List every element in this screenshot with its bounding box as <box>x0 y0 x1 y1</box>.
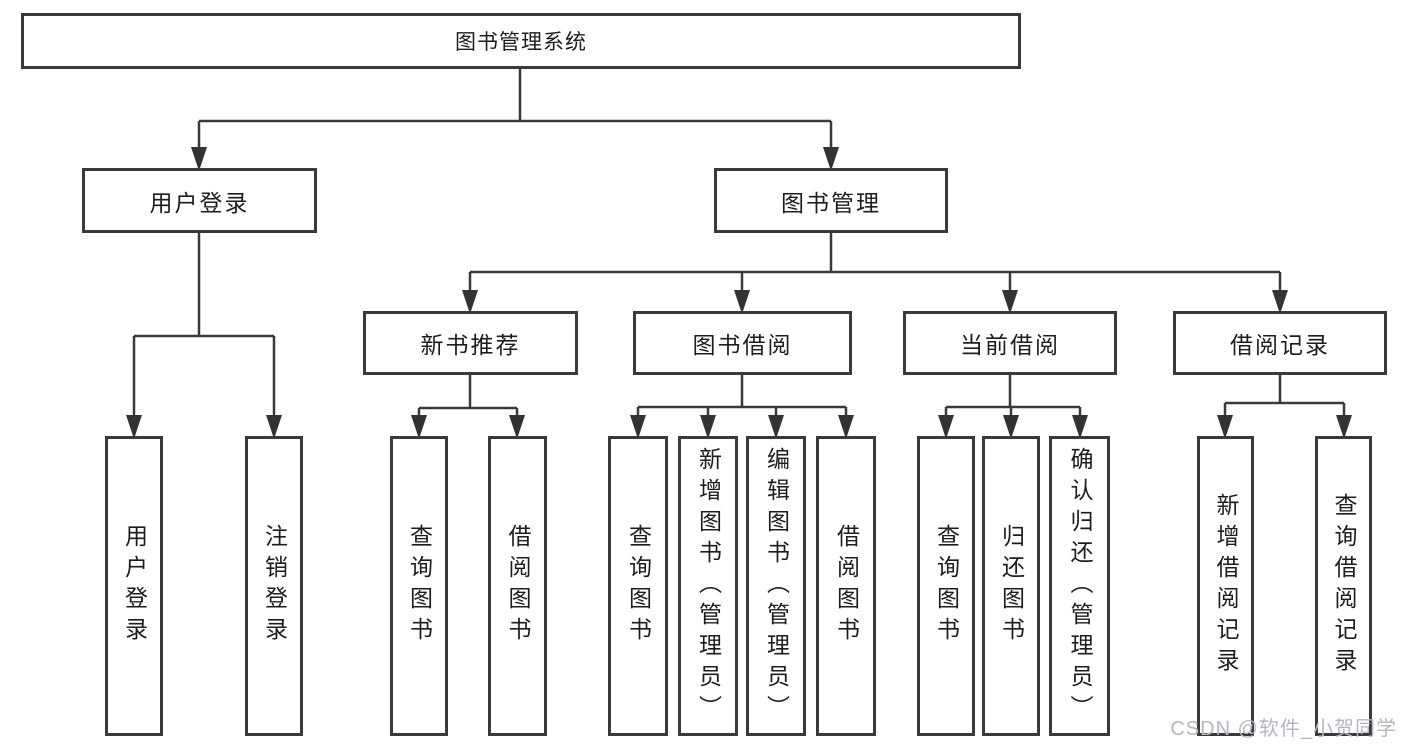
node-current-borrowing: 当前借阅 <box>903 311 1117 375</box>
node-book-borrowing: 图书借阅 <box>633 311 852 375</box>
node-user-login: 用户登录 <box>82 168 317 233</box>
arrow-down-icon <box>191 147 207 171</box>
leaf-confirm-return-admin: 确认归还（管理员） <box>1049 436 1110 736</box>
arrow-down-icon <box>1072 415 1088 439</box>
arrow-down-icon <box>938 415 954 439</box>
arrow-down-icon <box>823 147 839 171</box>
node-new-book-recommendation: 新书推荐 <box>363 311 578 375</box>
leaf-query-borrow-record: 查询借阅记录 <box>1315 436 1372 736</box>
arrow-down-icon <box>462 290 478 314</box>
arrow-down-icon <box>630 415 646 439</box>
arrow-down-icon <box>126 415 142 439</box>
arrow-down-icon <box>509 415 525 439</box>
arrow-down-icon <box>1003 415 1019 439</box>
arrow-down-icon <box>411 415 427 439</box>
leaf-add-book-admin: 新增图书（管理员） <box>678 436 738 736</box>
leaf-query-books: 查询图书 <box>917 436 975 736</box>
arrow-down-icon <box>768 415 784 439</box>
leaf-borrow-books: 借阅图书 <box>488 436 547 736</box>
connector-book-management-children <box>462 233 1288 314</box>
leaf-user-login: 用户登录 <box>105 436 163 736</box>
arrow-down-icon <box>838 415 854 439</box>
connector-borrow-records-children <box>1217 375 1352 439</box>
arrow-down-icon <box>1336 415 1352 439</box>
arrow-down-icon <box>1217 415 1233 439</box>
arrow-down-icon <box>734 290 750 314</box>
connector-root-to-level2 <box>191 67 839 171</box>
connector-current-borrowing-children <box>938 375 1088 439</box>
node-borrowing-records: 借阅记录 <box>1173 311 1387 375</box>
connector-new-book-children <box>411 375 525 439</box>
leaf-query-books: 查询图书 <box>390 436 448 736</box>
watermark-text: CSDN @软件_小贺同学 <box>1170 718 1397 740</box>
arrow-down-icon <box>700 415 716 439</box>
leaf-query-books: 查询图书 <box>608 436 668 736</box>
arrow-down-icon <box>1002 290 1018 314</box>
leaf-add-borrow-record: 新增借阅记录 <box>1197 436 1254 736</box>
leaf-borrow-books: 借阅图书 <box>816 436 876 736</box>
arrow-down-icon <box>266 415 282 439</box>
leaf-return-books: 归还图书 <box>982 436 1040 736</box>
node-book-management: 图书管理 <box>714 168 948 233</box>
leaf-edit-book-admin: 编辑图书（管理员） <box>746 436 806 736</box>
node-library-system: 图书管理系统 <box>21 13 1021 69</box>
arrow-down-icon <box>1272 290 1288 314</box>
connector-book-borrowing-children <box>630 375 854 439</box>
connector-user-login-children <box>126 233 282 439</box>
leaf-logout: 注销登录 <box>245 436 303 736</box>
